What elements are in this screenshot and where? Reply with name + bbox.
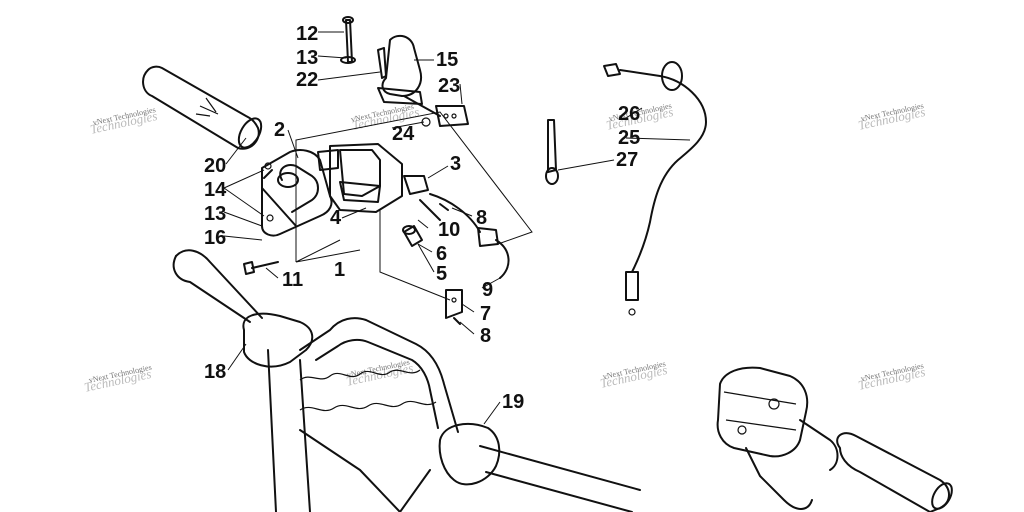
callout-24: 24 (392, 123, 415, 145)
callout-8-upper: 8 (476, 207, 487, 229)
callout-27: 27 (616, 149, 638, 171)
callout-9: 9 (482, 279, 493, 301)
callout-2: 2 (274, 119, 285, 141)
callout-5: 5 (436, 263, 447, 285)
callout-16: 16 (204, 227, 226, 249)
callout-7: 7 (480, 303, 491, 325)
callout-22: 22 (296, 69, 318, 91)
master-cylinder (716, 366, 953, 512)
left-grip (142, 65, 263, 150)
callout-23: 23 (438, 75, 460, 97)
handlebar (172, 249, 641, 512)
callout-10: 10 (438, 219, 460, 241)
assembly-outline (295, 111, 533, 301)
callout-4: 4 (330, 207, 342, 229)
callout-12: 12 (296, 23, 318, 45)
callout-18: 18 (204, 361, 226, 383)
callout-1: 1 (334, 259, 345, 281)
callout-13-lower: 13 (204, 203, 226, 225)
callout-labels: 12 13 22 15 23 24 2 3 20 14 13 16 4 8 10… (204, 23, 640, 413)
throttle-housing (261, 149, 333, 237)
callout-14: 14 (204, 179, 227, 201)
callout-6: 6 (436, 243, 447, 265)
switch-small-parts (243, 193, 510, 325)
tool (545, 119, 559, 185)
leader-lines (223, 31, 691, 425)
callout-3: 3 (450, 153, 461, 175)
callout-15: 15 (436, 49, 458, 71)
callout-20: 20 (204, 155, 226, 177)
callout-26: 26 (618, 103, 640, 125)
switch-housing (317, 143, 429, 213)
callout-11: 11 (282, 269, 303, 291)
callout-13: 13 (296, 47, 318, 69)
callout-8-lower: 8 (480, 325, 491, 347)
throttle-cable (603, 61, 707, 316)
callout-19: 19 (502, 391, 524, 413)
callout-25: 25 (618, 127, 640, 149)
